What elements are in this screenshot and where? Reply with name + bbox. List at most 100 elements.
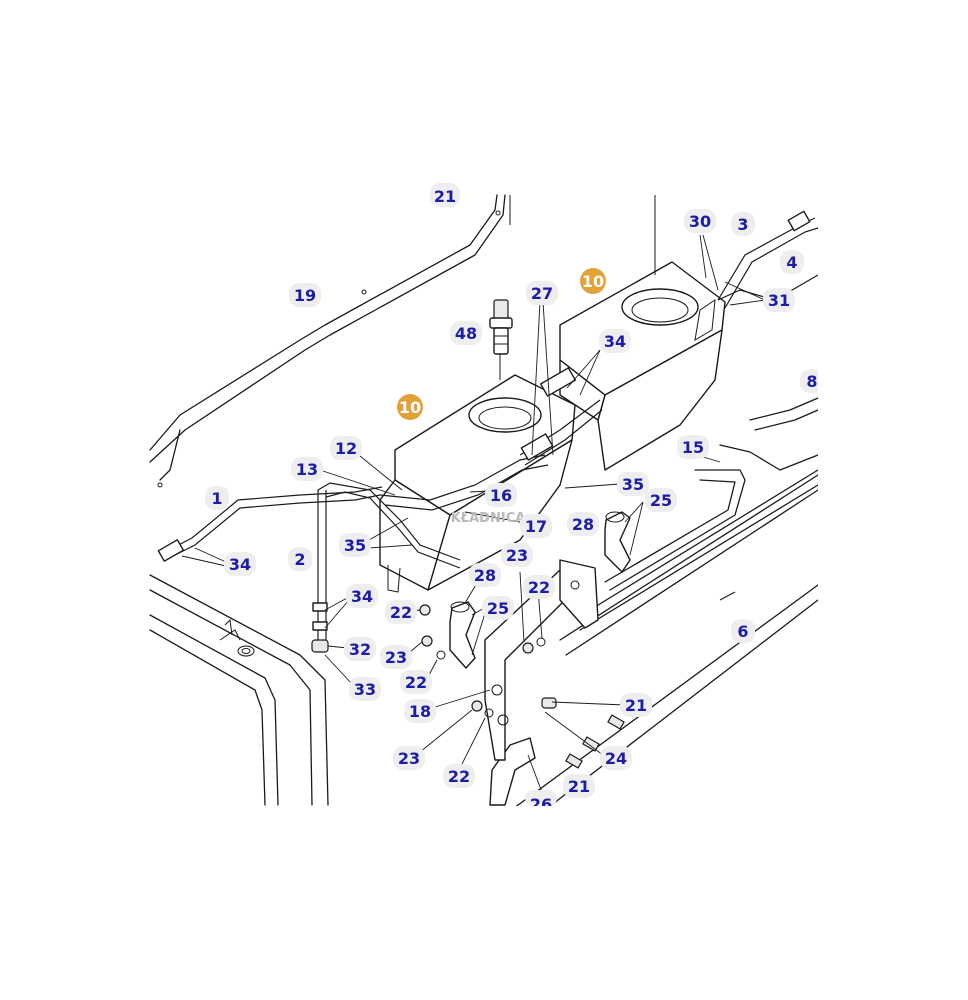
pipe-12-13-16-17	[379, 367, 603, 511]
svg-text:22: 22	[405, 673, 427, 692]
svg-text:34: 34	[604, 332, 626, 351]
label-25-mid: 25	[482, 596, 514, 620]
label-22-left: 22	[385, 600, 417, 624]
svg-text:28: 28	[572, 515, 594, 534]
label-3: 3	[731, 212, 755, 236]
svg-text:17: 17	[525, 517, 547, 536]
label-16: 16	[485, 483, 517, 507]
svg-text:10: 10	[582, 272, 604, 291]
label-21-mid: 21	[620, 693, 652, 717]
label-4: 4	[780, 250, 804, 274]
label-30: 30	[684, 209, 716, 233]
svg-text:32: 32	[349, 640, 371, 659]
label-23-mid: 23	[501, 543, 533, 567]
label-34-left: 34	[224, 552, 256, 576]
svg-text:2: 2	[294, 550, 305, 569]
svg-text:18: 18	[409, 702, 431, 721]
svg-text:22: 22	[528, 578, 550, 597]
svg-text:19: 19	[294, 286, 316, 305]
bottom-mask	[0, 806, 968, 1000]
svg-text:35: 35	[622, 475, 644, 494]
label-22-mid: 22	[523, 575, 555, 599]
label-28-right: 28	[567, 512, 599, 536]
label-13: 13	[291, 457, 323, 481]
label-48: 48	[450, 321, 482, 345]
coolant-tank-left	[379, 340, 576, 593]
label-1: 1	[205, 486, 229, 510]
hose-26	[489, 737, 536, 806]
label-22-bottom: 22	[443, 764, 475, 788]
leader-lines	[181, 234, 766, 796]
svg-text:22: 22	[390, 603, 412, 622]
label-21-top: 21	[430, 183, 460, 207]
part-labels: 21 19 30 3 4 10 27 31	[205, 183, 824, 814]
label-31: 31	[763, 288, 795, 312]
label-10-left-highlight: 10	[397, 394, 423, 420]
svg-text:6: 6	[737, 622, 748, 641]
label-24: 24	[600, 746, 632, 770]
svg-text:15: 15	[682, 438, 704, 457]
hose-28-mid	[449, 601, 476, 669]
svg-text:3: 3	[737, 215, 748, 234]
svg-text:25: 25	[487, 599, 509, 618]
svg-text:12: 12	[335, 439, 357, 458]
svg-text:25: 25	[650, 491, 672, 510]
svg-text:33: 33	[354, 680, 376, 699]
svg-text:10: 10	[399, 398, 421, 417]
label-27: 27	[526, 281, 558, 305]
label-6: 6	[731, 619, 755, 643]
right-mask	[818, 180, 968, 810]
label-21-bottom: 21	[563, 774, 595, 798]
label-15: 15	[677, 435, 709, 459]
svg-text:21: 21	[434, 187, 456, 206]
svg-text:28: 28	[474, 566, 496, 585]
pipe-3	[717, 210, 819, 309]
svg-text:8: 8	[806, 372, 817, 391]
svg-text:21: 21	[625, 696, 647, 715]
radiator-housing	[149, 574, 329, 806]
svg-text:30: 30	[689, 212, 711, 231]
label-19: 19	[289, 283, 321, 307]
svg-text:16: 16	[490, 486, 512, 505]
svg-text:35: 35	[344, 536, 366, 555]
svg-text:34: 34	[351, 587, 373, 606]
label-34-tank: 34	[599, 329, 631, 353]
label-34-lower: 34	[346, 584, 378, 608]
svg-text:21: 21	[568, 777, 590, 796]
frame-rail-19	[149, 194, 511, 488]
fasteners	[419, 604, 625, 769]
label-28-mid: 28	[469, 563, 501, 587]
svg-text:27: 27	[531, 284, 553, 303]
pipe-1	[157, 486, 383, 562]
svg-text:1: 1	[211, 489, 222, 508]
hose-28-right	[604, 511, 631, 573]
svg-text:4: 4	[786, 253, 797, 272]
label-32: 32	[344, 637, 376, 661]
svg-text:34: 34	[229, 555, 251, 574]
label-35-left: 35	[339, 533, 371, 557]
label-18: 18	[404, 699, 436, 723]
svg-text:23: 23	[398, 749, 420, 768]
svg-text:13: 13	[296, 460, 318, 479]
svg-text:23: 23	[385, 648, 407, 667]
label-22-low: 22	[400, 670, 432, 694]
svg-text:31: 31	[768, 291, 790, 310]
label-33: 33	[349, 677, 381, 701]
svg-text:48: 48	[455, 324, 477, 343]
svg-text:KŁADNICA: KŁADNICA	[451, 511, 526, 526]
label-35-right: 35	[617, 472, 649, 496]
svg-text:24: 24	[605, 749, 627, 768]
label-23-bottom: 23	[393, 746, 425, 770]
svg-text:23: 23	[506, 546, 528, 565]
bracket-15	[604, 397, 819, 591]
watermark: KŁADNICA	[451, 511, 526, 526]
label-10-right-highlight: 10	[580, 268, 606, 294]
label-25-right: 25	[645, 488, 677, 512]
label-2: 2	[288, 547, 312, 571]
svg-text:22: 22	[448, 767, 470, 786]
label-12: 12	[330, 436, 362, 460]
label-17: 17	[520, 514, 552, 538]
label-23-left: 23	[380, 645, 412, 669]
level-sensor-48	[489, 299, 513, 355]
